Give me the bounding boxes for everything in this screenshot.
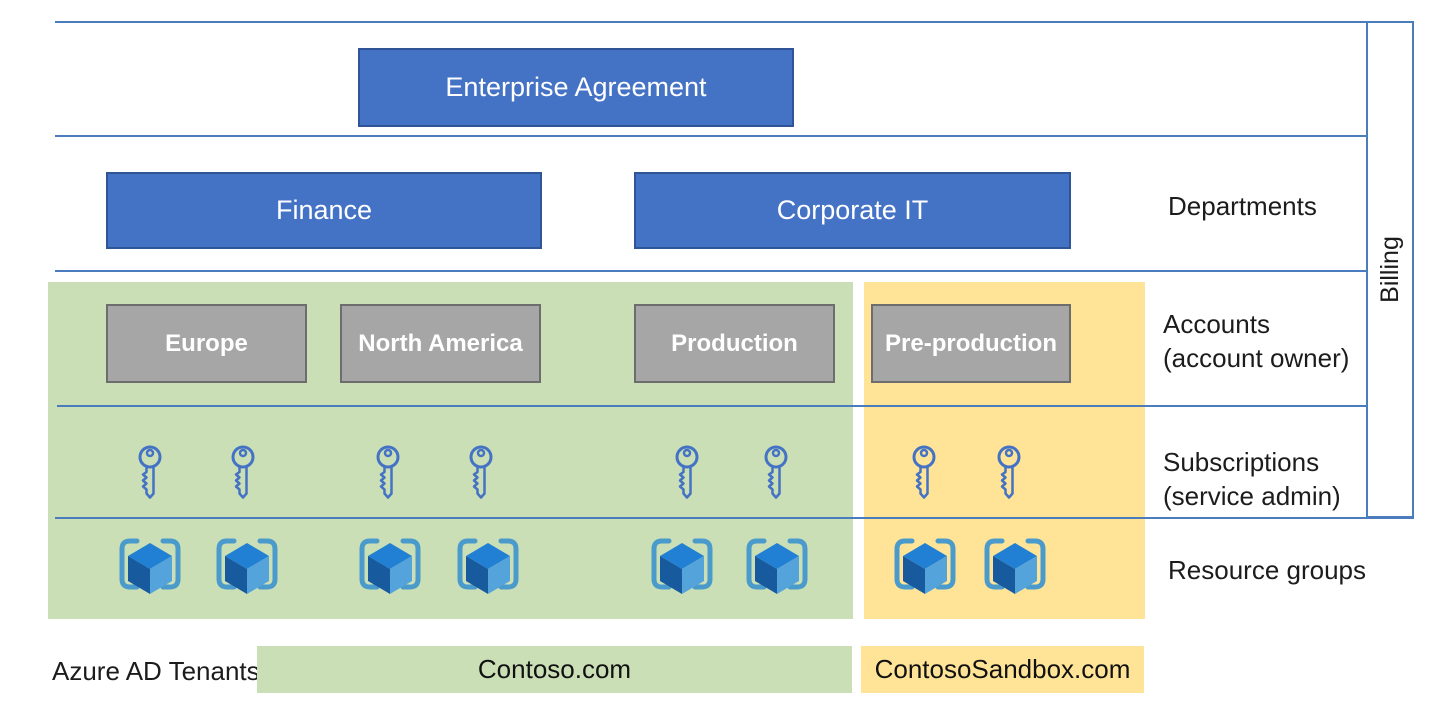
row-label-accounts-line1: Accounts (1163, 309, 1270, 339)
row-divider-enrollment-departments (55, 135, 1366, 137)
row-label-resource-groups: Resource groups (1168, 555, 1366, 585)
account-box-north-america: North America (340, 304, 541, 383)
resource-group-icon (892, 536, 958, 596)
key-icon (371, 444, 405, 502)
row-label-subscriptions: Subscriptions (service admin) (1163, 445, 1341, 513)
department-corporate-it-label: Corporate IT (776, 195, 929, 225)
row-label-accounts-line2: (account owner) (1163, 343, 1350, 373)
resource-group-icon (117, 536, 183, 596)
resource-group-icon (744, 536, 810, 596)
key-icon (464, 444, 498, 502)
enterprise-agreement-box: Enterprise Agreement (358, 48, 794, 127)
row-divider-top (55, 21, 1414, 23)
azure-ad-tenants-label: Azure AD Tenants (52, 656, 260, 686)
row-label-subscriptions-line1: Subscriptions (1163, 447, 1320, 477)
department-box-corporate-it: Corporate IT (634, 172, 1071, 249)
row-label-subscriptions-line2: (service admin) (1163, 481, 1341, 511)
department-box-finance: Finance (106, 172, 542, 249)
key-icon (759, 444, 793, 502)
tenant-contoso-sandbox-label: ContosoSandbox.com (874, 654, 1131, 684)
account-box-pre-production: Pre-production (871, 304, 1071, 383)
resource-group-icon (455, 536, 521, 596)
key-icon (226, 444, 260, 502)
billing-band: Billing (1366, 21, 1414, 518)
tenant-contoso-label: Contoso.com (477, 654, 632, 684)
row-label-accounts: Accounts (account owner) (1163, 307, 1349, 375)
account-europe-label: Europe (165, 329, 248, 357)
resource-group-icon (357, 536, 423, 596)
resource-group-icon (214, 536, 280, 596)
key-icon (133, 444, 167, 502)
resource-group-icon (649, 536, 715, 596)
account-production-label: Production (671, 329, 798, 357)
account-north-america-label: North America (358, 329, 523, 357)
key-icon (670, 444, 704, 502)
account-box-production: Production (634, 304, 835, 383)
account-pre-production-label: Pre-production (885, 329, 1057, 357)
key-icon (992, 444, 1026, 502)
account-box-europe: Europe (106, 304, 307, 383)
resource-group-icon (982, 536, 1048, 596)
row-divider-departments-accounts (55, 270, 1366, 272)
billing-label: Billing (1375, 236, 1404, 303)
tenant-box-contoso: Contoso.com (257, 646, 852, 693)
key-icon (907, 444, 941, 502)
tenant-box-contoso-sandbox: ContosoSandbox.com (861, 646, 1144, 693)
row-divider-accounts-subscriptions (57, 405, 1366, 407)
row-divider-subscriptions-resourcegroups (55, 517, 1414, 519)
enterprise-agreement-label: Enterprise Agreement (445, 72, 707, 102)
department-finance-label: Finance (275, 195, 373, 225)
row-label-departments: Departments (1168, 191, 1317, 221)
